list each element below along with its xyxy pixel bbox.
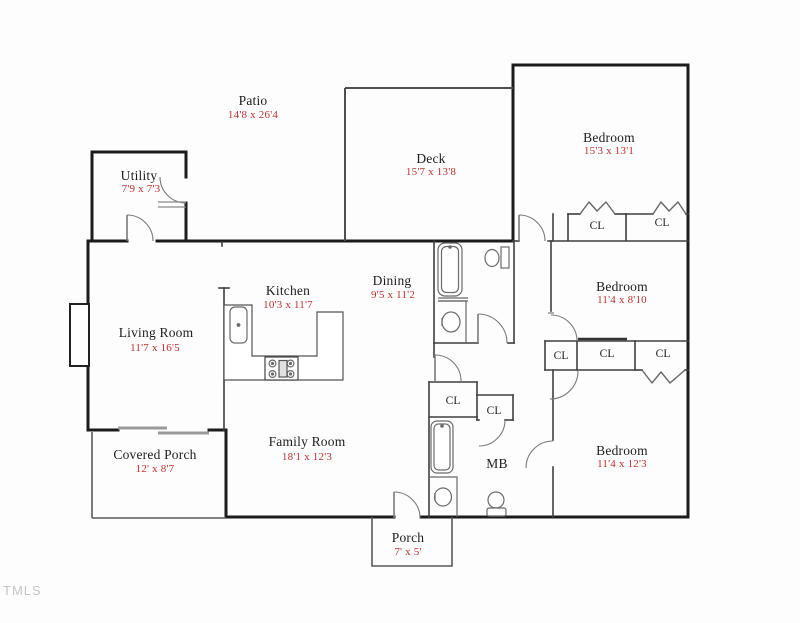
burner-dot xyxy=(288,361,293,366)
room-label-porch: Porch xyxy=(391,530,425,545)
room-label-family-room: Family Room xyxy=(268,434,346,449)
room-label-kitchen: Kitchen xyxy=(265,283,311,298)
closet-label-tr-1: CL xyxy=(589,220,605,232)
room-dims-family-room: 18'1 x 12'3 xyxy=(281,451,333,463)
porch-walls xyxy=(91,432,453,567)
room-label-patio: Patio xyxy=(238,93,268,108)
bifold-door-icons xyxy=(579,201,687,384)
closet-label-tr-2: CL xyxy=(654,217,670,229)
room-dims-covered-porch: 12' x 8'7 xyxy=(135,463,175,475)
bifold-door-icon xyxy=(652,201,687,215)
sink-icon xyxy=(433,487,453,507)
vanity-cabinet xyxy=(438,300,467,343)
bathtub-inner xyxy=(440,245,460,294)
stove-center-panel xyxy=(278,359,288,378)
sliding-door-icon xyxy=(118,426,209,435)
room-label-living-room: Living Room xyxy=(118,325,194,340)
door-arc xyxy=(478,419,506,447)
room-dims-patio: 14'8 x 26'4 xyxy=(227,109,279,121)
room-dims-porch: 7' x 5' xyxy=(394,546,422,558)
room-dims-living-room: 11'7 x 16'5 xyxy=(130,342,180,354)
burner-dot xyxy=(288,372,293,376)
utility-shelf-icon xyxy=(158,201,186,208)
room-label-bedroom-mr: Bedroom xyxy=(596,279,648,294)
toilet-base-icon xyxy=(486,507,507,517)
room-label-utility: Utility xyxy=(120,168,158,183)
toilet-bowl-icon xyxy=(487,491,505,509)
bifold-door-icon xyxy=(579,201,616,215)
closet-label-mb-1: CL xyxy=(445,395,461,407)
door-arc xyxy=(518,214,546,242)
watermark-text: TMLS xyxy=(3,583,42,598)
vanity-cabinet xyxy=(429,476,458,517)
burner-dot xyxy=(270,372,275,376)
room-dims-bedroom-tr: 15'3 x 13'1 xyxy=(583,145,635,157)
exterior-walls xyxy=(86,63,690,519)
room-label-deck: Deck xyxy=(416,151,446,166)
tub-faucet-icon xyxy=(440,424,444,428)
door-arc xyxy=(159,176,187,204)
door-arcs xyxy=(126,176,579,519)
room-dims-deck: 15'7 x 13'8 xyxy=(405,166,457,178)
kitchen-counter-icon xyxy=(223,304,344,381)
room-dims-utility: 7'9 x 7'3 xyxy=(121,183,161,195)
door-arc xyxy=(550,314,578,342)
door-arc xyxy=(477,313,508,344)
toilet-bowl-icon xyxy=(484,248,500,268)
door-arc xyxy=(126,214,154,242)
room-label-bedroom-br: Bedroom xyxy=(596,443,648,458)
bay-window-icon xyxy=(69,303,90,367)
room-label-dining: Dining xyxy=(372,273,412,288)
room-dims-bedroom-br: 11'4 x 12'3 xyxy=(597,458,647,470)
closet-label-mid-1: CL xyxy=(553,350,569,362)
door-arc xyxy=(549,370,579,400)
door-arc xyxy=(525,440,554,469)
room-label-master-bath: MB xyxy=(486,456,508,471)
room-label-covered-porch: Covered Porch xyxy=(113,447,197,462)
room-dims-kitchen: 10'3 x 11'7 xyxy=(263,299,313,311)
room-dims-dining: 9'5 x 11'2 xyxy=(370,289,416,301)
tub-faucet-icon xyxy=(448,245,452,249)
door-arc xyxy=(393,491,421,519)
closet-label-mb-2: CL xyxy=(486,405,502,417)
door-arc xyxy=(434,354,462,382)
burner-dot xyxy=(270,361,275,366)
bathtub-inner xyxy=(433,423,451,471)
deck-walls xyxy=(344,87,513,241)
closet-label-mid-2: CL xyxy=(599,348,615,360)
bifold-door-icon xyxy=(641,369,686,384)
closet-label-mid-3: CL xyxy=(655,348,671,360)
sink-icon xyxy=(441,311,461,333)
toilet-tank-icon xyxy=(500,246,510,269)
fixtures xyxy=(223,242,510,517)
room-label-bedroom-tr: Bedroom xyxy=(583,130,635,145)
kitchen-sink-drain xyxy=(236,323,241,327)
room-dims-bedroom-mr: 11'4 x 8'10 xyxy=(597,294,647,306)
door-leaves xyxy=(126,215,554,518)
